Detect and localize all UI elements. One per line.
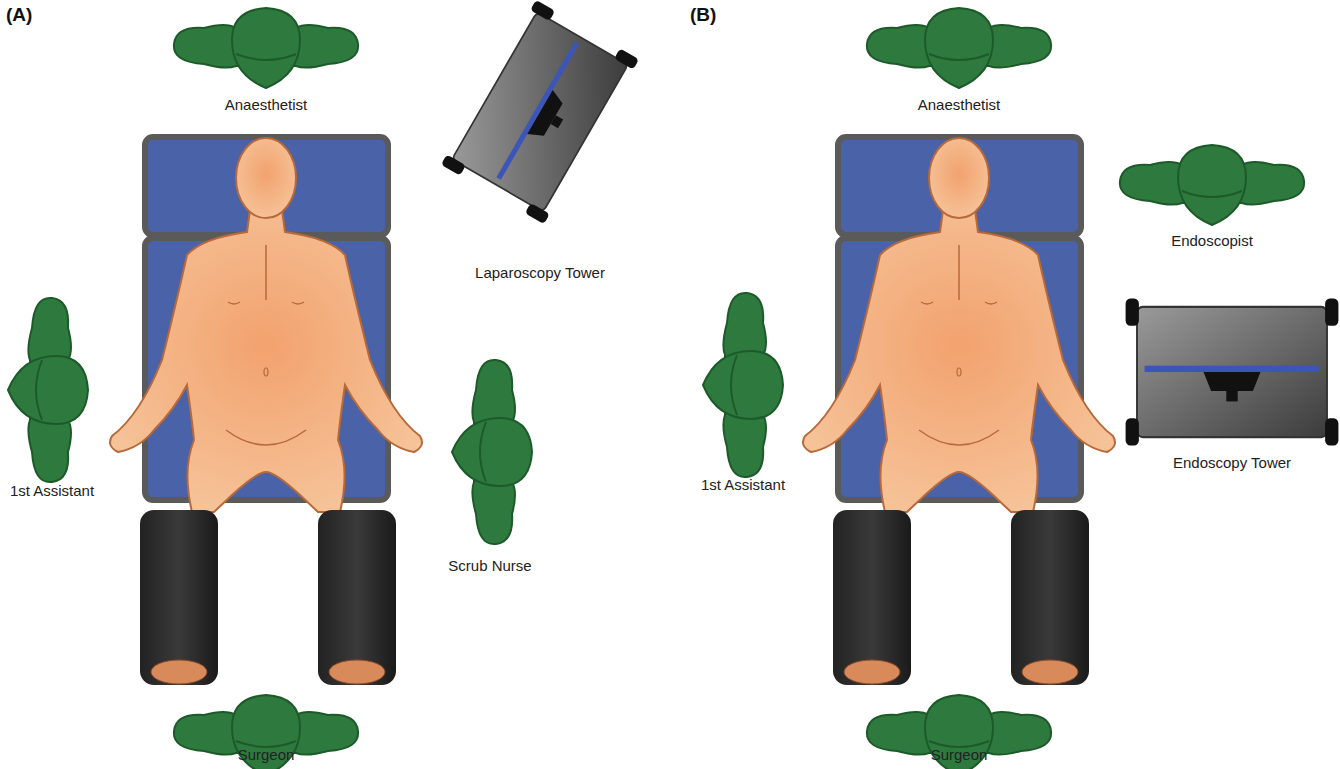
role-label: 1st Assistant [10, 482, 94, 499]
role-label: Surgeon [238, 746, 295, 763]
operating-table [803, 137, 1115, 706]
staff-figure [174, 8, 358, 88]
staff-figure [174, 695, 358, 769]
panel-letter: (A) [6, 4, 32, 26]
operating-table [110, 137, 422, 706]
staff-figure [1120, 145, 1304, 225]
panel-letter: (B) [690, 4, 716, 26]
staff-figure [703, 293, 783, 477]
role-label: Endoscopy Tower [1173, 454, 1291, 471]
role-label: Anaesthetist [225, 96, 308, 113]
role-label: Endoscopist [1171, 232, 1253, 249]
role-label: Scrub Nurse [448, 557, 531, 574]
staff-figure [452, 360, 532, 544]
role-label: 1st Assistant [701, 476, 785, 493]
endoscopy-tower [1126, 299, 1339, 446]
laparoscopy-tower [441, 0, 639, 224]
staff-figure [8, 298, 88, 482]
staff-figure [867, 8, 1051, 88]
role-label: Laparoscopy Tower [475, 264, 605, 281]
role-label: Anaesthetist [918, 96, 1001, 113]
staff-figure [867, 695, 1051, 769]
role-label: Surgeon [931, 746, 988, 763]
